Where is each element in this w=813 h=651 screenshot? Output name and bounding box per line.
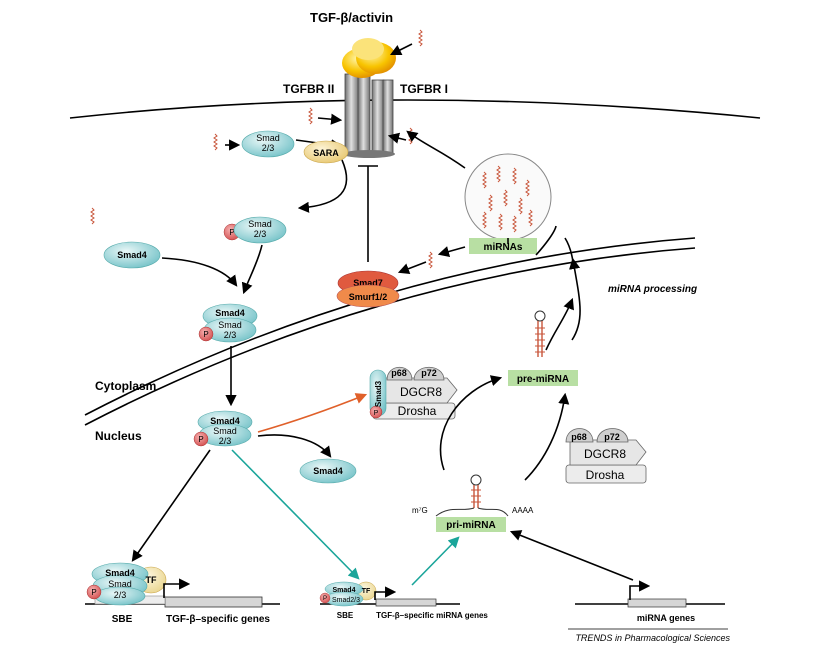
sara-label: SARA xyxy=(313,148,339,158)
receptor-i-label: TGFBR I xyxy=(400,82,448,96)
p68-label-2: p68 xyxy=(571,432,587,442)
smad-complex-cytoplasm: P Smad4 Smad 2/3 xyxy=(198,303,258,343)
smad23-small-label: Smad2/3 xyxy=(332,597,360,604)
pri-mirna-hairpin xyxy=(435,474,509,517)
credit-label: TRENDS in Pharmacological Sciences xyxy=(575,633,730,643)
cytoplasm-label: Cytoplasm xyxy=(95,379,156,393)
smad-complex-mirna-gene: P xyxy=(319,581,377,607)
mirna-squiggle xyxy=(428,251,433,269)
drosha-label-2: Drosha xyxy=(586,468,625,482)
svg-text:P: P xyxy=(374,410,379,417)
microprocessor-complex-smad3: P xyxy=(369,366,458,420)
svg-text:P: P xyxy=(198,435,203,444)
smurf-label: Smurf1/2 xyxy=(349,292,388,302)
svg-text:2/3: 2/3 xyxy=(219,436,232,446)
p72-label-2: p72 xyxy=(604,432,620,442)
drosha-label: Drosha xyxy=(398,404,437,418)
svg-text:2/3: 2/3 xyxy=(114,590,127,600)
smad-complex-nucleus: P Smad4 Smad 2/3 xyxy=(193,410,253,447)
dgcr8-label: DGCR8 xyxy=(400,385,442,399)
microprocessor-complex xyxy=(565,428,647,484)
sara-protein xyxy=(303,140,349,164)
nucleus-label: Nucleus xyxy=(95,429,142,443)
pre-mirna-label: pre-miRNA xyxy=(517,374,569,385)
smad4-label: Smad4 xyxy=(117,250,147,260)
smad3-label: Smad3 xyxy=(374,380,383,407)
tgf-genes-label: TGF-β–specific genes xyxy=(166,614,270,625)
sbe-label-left: SBE xyxy=(112,614,133,625)
smad23-phospho-label-num: 2/3 xyxy=(254,229,267,239)
smad4-free-label: Smad4 xyxy=(313,466,343,476)
gene-box-middle xyxy=(375,598,437,607)
svg-text:P: P xyxy=(203,330,208,339)
mirna-squiggle xyxy=(418,29,423,47)
mirna-squiggle xyxy=(90,207,95,225)
aaaa-label: AAAA xyxy=(512,506,534,515)
teal-arrow-up xyxy=(411,536,460,586)
mirna-squiggle xyxy=(213,133,218,151)
svg-text:Smad4: Smad4 xyxy=(210,416,240,426)
pre-mirna-hairpin xyxy=(534,310,546,357)
mirnas-box xyxy=(469,238,537,254)
mirna-squiggle xyxy=(308,107,313,125)
mirnas-label: miRNAs xyxy=(484,242,523,253)
ligand-label: TGF-β/activin xyxy=(310,10,393,25)
phospho-label: P xyxy=(229,228,234,237)
smad4-small-label: Smad4 xyxy=(333,587,356,594)
gene-box-right xyxy=(627,598,687,608)
pri-mirna-label: pri-miRNA xyxy=(446,520,495,531)
smad23-protein xyxy=(241,130,295,158)
smad4-protein xyxy=(103,241,161,269)
pre-mirna-box xyxy=(508,370,578,386)
smad23-phospho-protein xyxy=(233,216,287,244)
pri-mirna-box xyxy=(436,517,506,532)
orange-arrow xyxy=(257,393,368,433)
receptor-ii-label: TGFBR II xyxy=(283,82,334,96)
dgcr8-label-2: DGCR8 xyxy=(584,447,626,461)
svg-text:P: P xyxy=(91,588,96,597)
plasma-membrane xyxy=(69,99,761,119)
svg-text:Smad4: Smad4 xyxy=(105,568,135,578)
tf-small-label: TF xyxy=(362,588,371,595)
smad7-label: Smad7 xyxy=(353,278,383,288)
svg-text:P: P xyxy=(323,596,327,602)
tgf-mirna-genes-label: TGF-β–specific miRNA genes xyxy=(376,611,488,620)
smad4-free-protein xyxy=(299,458,357,484)
mirna-squiggle xyxy=(408,127,413,145)
svg-text:2/3: 2/3 xyxy=(224,330,237,340)
svg-text:Smad: Smad xyxy=(218,320,242,330)
p72-label: p72 xyxy=(421,368,437,378)
teal-arrow-down xyxy=(231,449,360,580)
smad23-phospho-label: Smad xyxy=(248,219,272,229)
mirna-pool xyxy=(464,153,552,241)
m7g-label: m⁷G xyxy=(412,506,428,515)
sbe-label-middle: SBE xyxy=(337,611,354,620)
smurf-protein xyxy=(336,284,400,308)
smad23-label: Smad xyxy=(256,133,280,143)
p68-label: p68 xyxy=(391,368,407,378)
smad-complex-sbe: P Smad4 Smad 2/3 TF xyxy=(86,562,167,606)
svg-text:Smad: Smad xyxy=(213,426,237,436)
svg-text:Smad4: Smad4 xyxy=(215,308,245,318)
mirna-genes-label: miRNA genes xyxy=(637,613,695,623)
gene-box-left xyxy=(164,596,263,608)
mirna-processing-label: miRNA processing xyxy=(608,284,697,295)
receptor-complex xyxy=(343,73,395,158)
ligand-tgf-beta xyxy=(342,38,396,78)
svg-text:TF: TF xyxy=(146,575,157,585)
svg-text:Smad: Smad xyxy=(108,579,132,589)
smad23-label-num: 2/3 xyxy=(262,143,275,153)
